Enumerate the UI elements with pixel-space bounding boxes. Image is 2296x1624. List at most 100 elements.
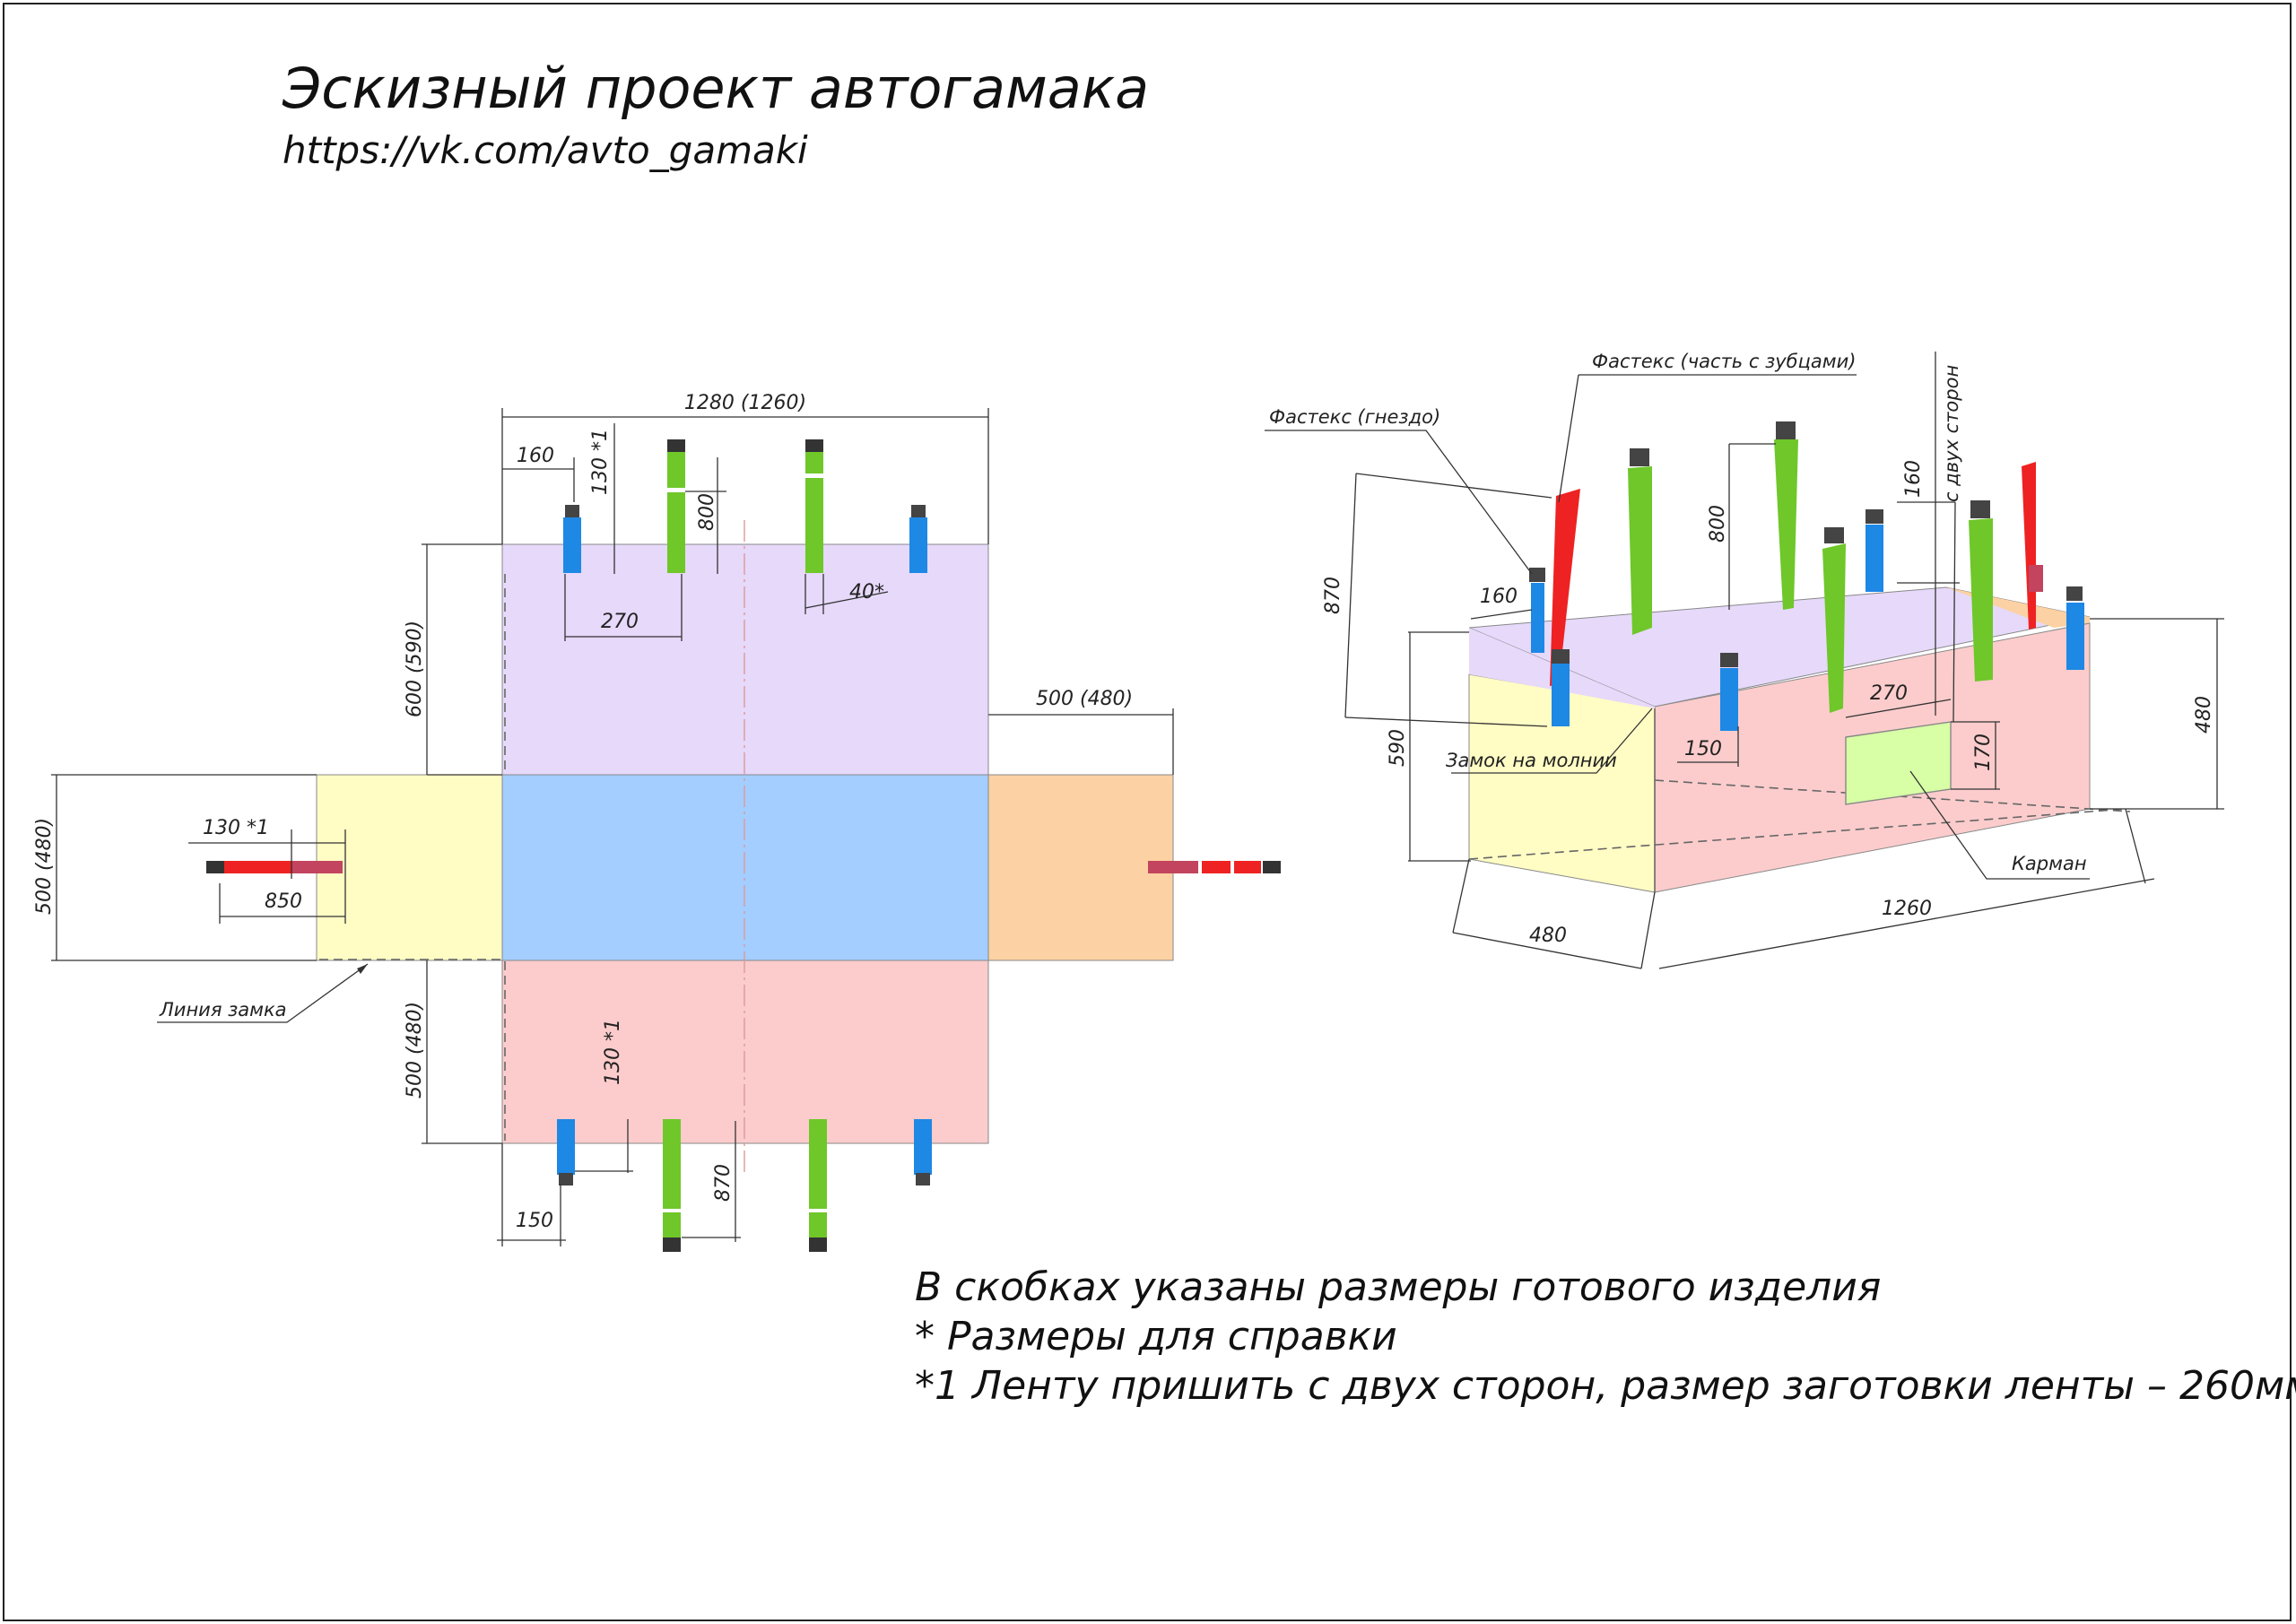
buckle-icon xyxy=(1630,448,1649,466)
iso-dim-800: 800 xyxy=(1707,505,1729,543)
note-line: В скобках указаны размеры готового издел… xyxy=(915,1264,1881,1310)
strap-end-icon xyxy=(206,861,224,873)
label-both-sides: с двух сторон xyxy=(1941,365,1962,502)
top-panel xyxy=(501,543,989,776)
dim-total-width: 1280 (1260) xyxy=(684,392,806,414)
label-pocket: Карман xyxy=(2012,853,2087,874)
dim-40: 40* xyxy=(849,581,884,604)
strap xyxy=(2029,565,2043,592)
strap-green xyxy=(663,1119,681,1209)
dimension-line xyxy=(1344,473,1357,718)
note-line: *1 Ленту пришить с двух сторон, размер з… xyxy=(915,1363,2296,1409)
left-flap xyxy=(316,774,503,961)
strap-darkred xyxy=(1148,861,1198,873)
buckle-icon xyxy=(1970,500,1990,518)
dimension-line xyxy=(1640,891,1656,969)
iso-dim-160a: 160 xyxy=(1480,586,1518,608)
strap-green xyxy=(805,478,823,573)
right-side-strap xyxy=(1148,861,1281,873)
dim-800: 800 xyxy=(696,493,718,531)
iso-straps xyxy=(1529,421,2084,731)
bottom-panel xyxy=(501,960,989,1144)
dim-flap-width: 500 (480) xyxy=(1036,688,1133,710)
left-side-strap xyxy=(206,861,343,873)
buckle-icon xyxy=(565,505,579,517)
buckle-icon xyxy=(1866,509,1883,524)
strap xyxy=(1550,489,1580,686)
iso-hidden-edge xyxy=(1468,808,2126,860)
strap xyxy=(2066,603,2084,670)
dimension-line xyxy=(804,591,889,609)
label-zipper: Замок на молнии xyxy=(1446,750,1617,771)
strap-blue xyxy=(909,517,927,573)
dimension-line xyxy=(1344,716,1548,727)
buckle-icon xyxy=(1720,653,1738,667)
right-flap xyxy=(987,774,1174,961)
leader-fastex-socket xyxy=(1265,430,1533,575)
strap-green xyxy=(809,1119,827,1209)
strap-green xyxy=(667,492,685,573)
top-straps xyxy=(563,439,927,573)
strap xyxy=(1866,525,1883,592)
dim-870: 870 xyxy=(712,1164,735,1202)
strap-red xyxy=(1202,861,1231,873)
note-line: * Размеры для справки xyxy=(915,1314,1397,1359)
dim-160: 160 xyxy=(517,445,554,467)
dimension-line xyxy=(1452,932,1642,969)
leader-pocket xyxy=(1909,770,2090,880)
dimension-line xyxy=(1470,609,1533,620)
iso-dim-480-right: 480 xyxy=(2193,696,2215,734)
lock-line-label: Линия замка xyxy=(159,999,287,1020)
iso-dim-480-bottom: 480 xyxy=(1529,925,1567,947)
iso-dim-150: 150 xyxy=(1684,738,1722,760)
drawing-title: Эскизный проект автогамака xyxy=(282,56,1149,121)
iso-view: Фастекс (часть с зубцами) Фастекс (гнезд… xyxy=(1265,351,2224,969)
strap-red xyxy=(1234,861,1261,873)
strap xyxy=(1720,668,1738,731)
buckle-icon xyxy=(1552,649,1570,664)
strap-end-icon xyxy=(663,1238,681,1252)
dim-850: 850 xyxy=(265,890,302,913)
arrow-icon xyxy=(357,964,368,974)
dimension-line xyxy=(1452,858,1470,934)
strap xyxy=(1552,664,1570,726)
leader-zipper xyxy=(1451,708,1653,774)
dim-top-height: 600 (590) xyxy=(404,621,426,717)
iso-dim-270: 270 xyxy=(1870,682,1908,705)
dim-150: 150 xyxy=(516,1210,553,1232)
strap-darkred xyxy=(292,861,343,873)
buckle-icon xyxy=(916,1173,930,1185)
strap-end-icon xyxy=(809,1238,827,1252)
buckle-icon xyxy=(1776,421,1796,439)
dimension-line xyxy=(1355,473,1552,499)
buckle-icon xyxy=(559,1173,573,1185)
iso-dim-590: 590 xyxy=(1387,729,1409,767)
dimension-line xyxy=(2125,808,2146,884)
strap xyxy=(1822,543,1846,713)
strap-red xyxy=(224,861,292,873)
buckle-icon xyxy=(2066,586,2083,601)
strap xyxy=(1969,518,1993,682)
strap xyxy=(1531,583,1544,653)
strap xyxy=(1774,439,1798,610)
iso-dim-1260: 1260 xyxy=(1882,898,1932,920)
strap-blue xyxy=(557,1119,575,1175)
center-panel xyxy=(501,774,989,961)
source-url: https://vk.com/avto_gamaki xyxy=(283,128,808,172)
strap-end-icon xyxy=(667,439,685,452)
buckle-icon xyxy=(1824,527,1844,543)
iso-dim-870: 870 xyxy=(1322,577,1344,614)
iso-dimensions xyxy=(1344,443,2224,969)
strap-end-icon xyxy=(1263,861,1281,873)
dim-130-top: 130 *1 xyxy=(589,429,612,495)
lock-line-leader xyxy=(157,963,369,1023)
strap-blue xyxy=(563,517,581,573)
strap xyxy=(1628,466,1652,635)
dimension-line xyxy=(1952,501,1956,723)
dimension-line xyxy=(1845,699,1952,718)
iso-dim-170: 170 xyxy=(1972,734,1995,771)
dimension-line xyxy=(1658,878,2155,969)
iso-dim-160b: 160 xyxy=(1902,460,1925,498)
buckle-icon xyxy=(1529,568,1545,582)
